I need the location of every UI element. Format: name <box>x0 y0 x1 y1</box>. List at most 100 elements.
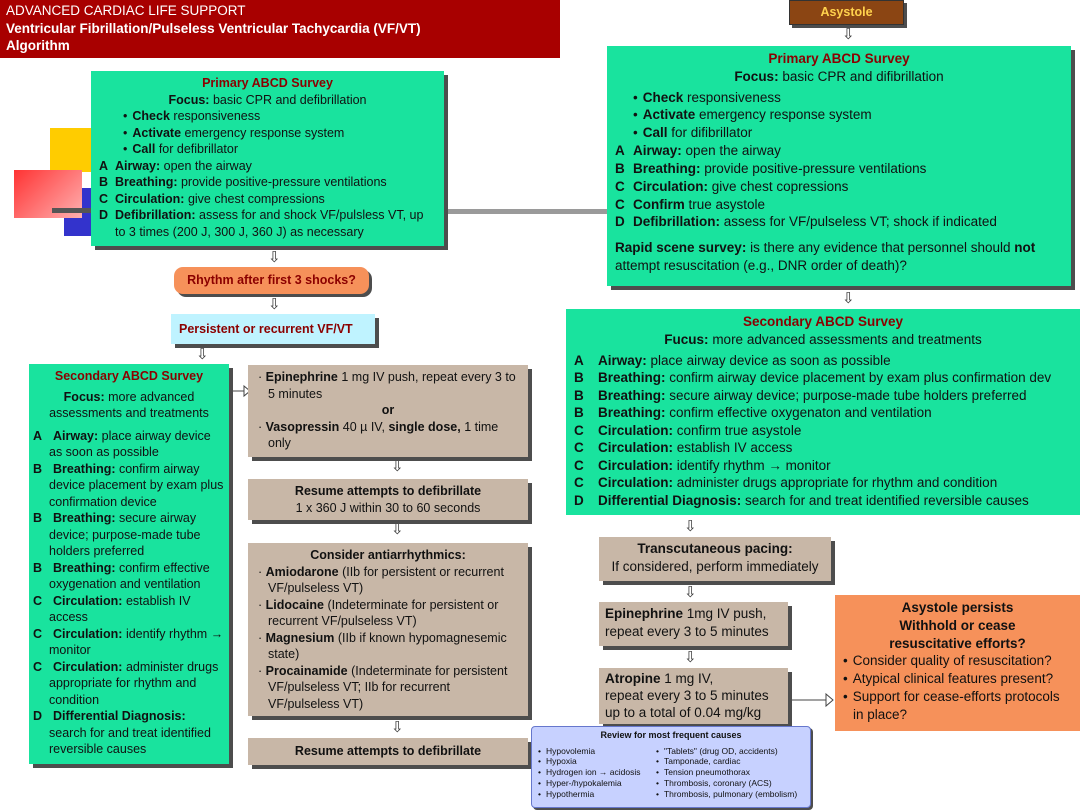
persists-heading-2: Withhold or cease <box>899 617 1016 633</box>
down-arrow-icon: ⇩ <box>842 290 855 307</box>
asys-secondary-focus: Fucus: more advanced assessments and tre… <box>664 331 982 347</box>
review-cause: Hydrogen ion → acidosis <box>538 767 656 778</box>
down-arrow-icon: ⇩ <box>268 296 281 313</box>
slide-decoration <box>14 128 94 238</box>
vf-primary-bullet: Check responsiveness <box>123 108 436 125</box>
review-right-column: "Tablets" (drug OD, accidents) Tamponade… <box>656 746 797 800</box>
rapid-scene-survey: Rapid scene survey: is there any evidenc… <box>615 240 1036 273</box>
persistent-vf-box: Persistent or recurrent VF/VT <box>171 314 375 344</box>
asystole-persists-box: Asystole persists Withhold or cease resu… <box>835 595 1080 731</box>
title-line-2: Ventricular Fibrillation/Pulseless Ventr… <box>6 20 421 36</box>
review-cause: Thrombosis, pulmonary (embolism) <box>656 789 797 800</box>
title-bar: ADVANCED CARDIAC LIFE SUPPORT Ventricula… <box>0 0 560 58</box>
vf-primary-bullets: Check responsiveness Activate emergency … <box>99 108 436 158</box>
down-arrow-icon: ⇩ <box>196 346 209 363</box>
asys-primary-focus: Focus: basic CPR and difibrillation <box>734 68 944 84</box>
vf-primary-focus: Focus: basic CPR and defibrillation <box>168 92 367 107</box>
antiarrhythmic-item: · Lidocaine (Indeterminate for persisten… <box>258 597 499 629</box>
resume-defib-box-2: Resume attempts to defibrillate <box>248 738 528 765</box>
vf-primary-bullet: Call for defibrillator <box>123 141 436 158</box>
review-cause: Tension pneumothorax <box>656 767 797 778</box>
down-arrow-icon: ⇩ <box>684 649 697 666</box>
asys-primary-heading: Primary ABCD Survey <box>768 51 910 66</box>
or-label: or <box>381 403 395 417</box>
vf-vasopressor-box: · Epinephrine 1 mg IV push, repeat every… <box>248 365 528 457</box>
persists-item: Atypical clinical features present? <box>843 670 1072 688</box>
persists-item: Support for cease-efforts protocols in p… <box>843 688 1072 724</box>
vf-primary-bullet: Activate emergency response system <box>123 125 436 142</box>
antiarrhythmic-item: · Magnesium (IIb if known hypomagnesemic… <box>258 630 507 662</box>
asys-primary-bullet: Check responsiveness <box>633 89 1063 107</box>
title-line-3: Algorithm <box>6 38 70 54</box>
antiarrhythmic-item: · Procainamide (Indeterminate for persis… <box>258 663 508 711</box>
decoration-yellow-square <box>50 128 92 172</box>
persists-item: Consider quality of resuscitation? <box>843 652 1072 670</box>
vf-secondary-heading: Secondary ABCD Survey <box>54 369 204 383</box>
vf-primary-heading: Primary ABCD Survey <box>202 76 333 90</box>
persists-heading-3: resuscitative efforts? <box>889 635 1026 651</box>
down-arrow-icon: ⇩ <box>684 518 697 535</box>
down-arrow-icon: ⇩ <box>391 719 404 736</box>
review-cause: Hypoxia <box>538 756 656 767</box>
down-arrow-icon: ⇩ <box>268 249 281 266</box>
antiarrhythmic-item: · Amiodarone (IIb for persistent or recu… <box>258 564 504 596</box>
asys-epinephrine-box: Epinephrine 1mg IV push, repeat every 3 … <box>599 602 788 646</box>
asystole-secondary-survey: Secondary ABCD Survey Fucus: more advanc… <box>566 309 1080 515</box>
resume-defib-box-1: Resume attempts to defibrillate 1 x 360 … <box>248 479 528 520</box>
transcutaneous-pacing-box: Transcutaneous pacing: If considered, pe… <box>599 537 831 581</box>
asys-primary-bullet: Activate emergency response system <box>633 106 1063 124</box>
vasopressin-item: · Vasopressin 40 µ IV, single dose, 1 ti… <box>258 419 499 451</box>
review-cause: Hyper-/hypokalemia <box>538 778 656 789</box>
review-cause: Thrombosis, coronary (ACS) <box>656 778 797 789</box>
atropine-box: Atropine 1 mg IV, repeat every 3 to 5 mi… <box>599 668 788 724</box>
review-causes-box: Review for most frequent causes Hypovole… <box>531 726 811 808</box>
asystole-title: Asystole <box>789 0 904 25</box>
asystole-primary-survey: Primary ABCD Survey Focus: basic CPR and… <box>607 46 1071 286</box>
review-cause: Tamponade, cardiac <box>656 756 797 767</box>
antiarrhythmics-heading: Consider antiarrhythmics: <box>310 548 466 562</box>
review-cause: Hypothermia <box>538 789 656 800</box>
vf-primary-survey: Primary ABCD Survey Focus: basic CPR and… <box>91 71 444 246</box>
down-arrow-icon: ⇩ <box>684 584 697 601</box>
down-arrow-icon: ⇩ <box>842 26 855 43</box>
review-heading: Review for most frequent causes <box>600 730 742 740</box>
vf-secondary-survey: Secondary ABCD Survey Focus: more advanc… <box>29 364 229 764</box>
vf-secondary-focus: Focus: more advanced assessments and tre… <box>49 389 209 421</box>
antiarrhythmics-box: Consider antiarrhythmics: · Amiodarone (… <box>248 543 528 716</box>
review-cause: Hypovolemia <box>538 746 656 757</box>
down-arrow-icon: ⇩ <box>391 521 404 538</box>
asys-secondary-heading: Secondary ABCD Survey <box>742 314 904 329</box>
epinephrine-item: · Epinephrine 1 mg IV push, repeat every… <box>258 370 516 401</box>
asys-primary-bullet: Call for difibrillator <box>633 124 1063 142</box>
down-arrow-icon: ⇩ <box>391 458 404 475</box>
asys-primary-bullets: Check responsiveness Activate emergency … <box>615 89 1063 142</box>
decoration-bar <box>52 208 94 213</box>
rhythm-check-pill: Rhythm after first 3 shocks? <box>174 267 369 294</box>
